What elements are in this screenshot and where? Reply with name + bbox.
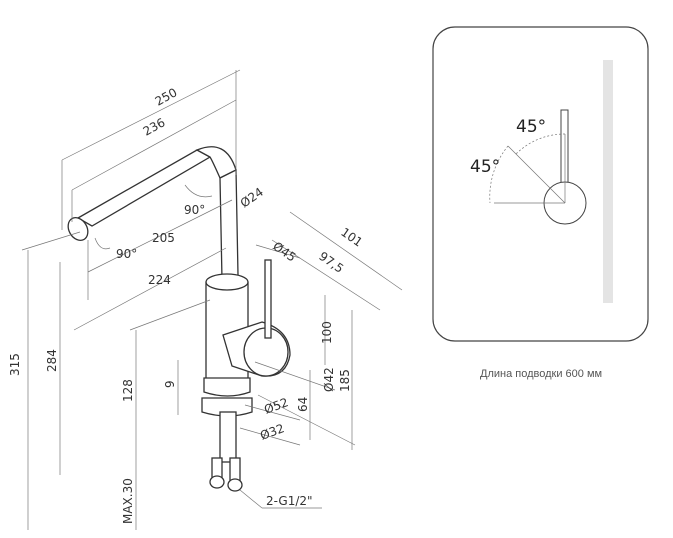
dim-thread: 2-G1/2" xyxy=(266,494,313,508)
dimension-labels: 250 236 90° Ø24 90° 205 224 101 Ø45 97,5… xyxy=(8,85,365,524)
dim-185: 185 xyxy=(338,369,352,392)
dim-angle-90-bottom: 90° xyxy=(116,247,137,261)
hose-length-caption: Длина подводки 600 мм xyxy=(480,368,603,380)
dim-315: 315 xyxy=(8,353,22,376)
dim-236: 236 xyxy=(141,115,168,138)
dim-100: 100 xyxy=(320,321,334,344)
dim-250: 250 xyxy=(153,85,180,108)
dim-224: 224 xyxy=(148,273,171,287)
dim-128: 128 xyxy=(121,379,135,402)
dim-angle-90-top: 90° xyxy=(184,203,205,217)
lever-angle-left: 45° xyxy=(470,157,500,177)
dim-d45: Ø45 xyxy=(270,239,298,265)
dim-d42: Ø42 xyxy=(322,367,336,392)
lever-angle-top: 45° xyxy=(516,117,546,137)
dim-9: 9 xyxy=(163,380,177,388)
dim-64: 64 xyxy=(296,397,310,412)
dim-101: 101 xyxy=(338,225,365,250)
faucet-outline xyxy=(67,146,291,492)
dimension-lines xyxy=(21,69,403,530)
dim-284: 284 xyxy=(45,349,59,372)
dim-205: 205 xyxy=(152,231,175,245)
lever-panel: 45° 45° xyxy=(432,26,649,342)
dim-d24: Ø24 xyxy=(238,185,266,211)
dim-max30: MAX.30 xyxy=(121,478,135,524)
